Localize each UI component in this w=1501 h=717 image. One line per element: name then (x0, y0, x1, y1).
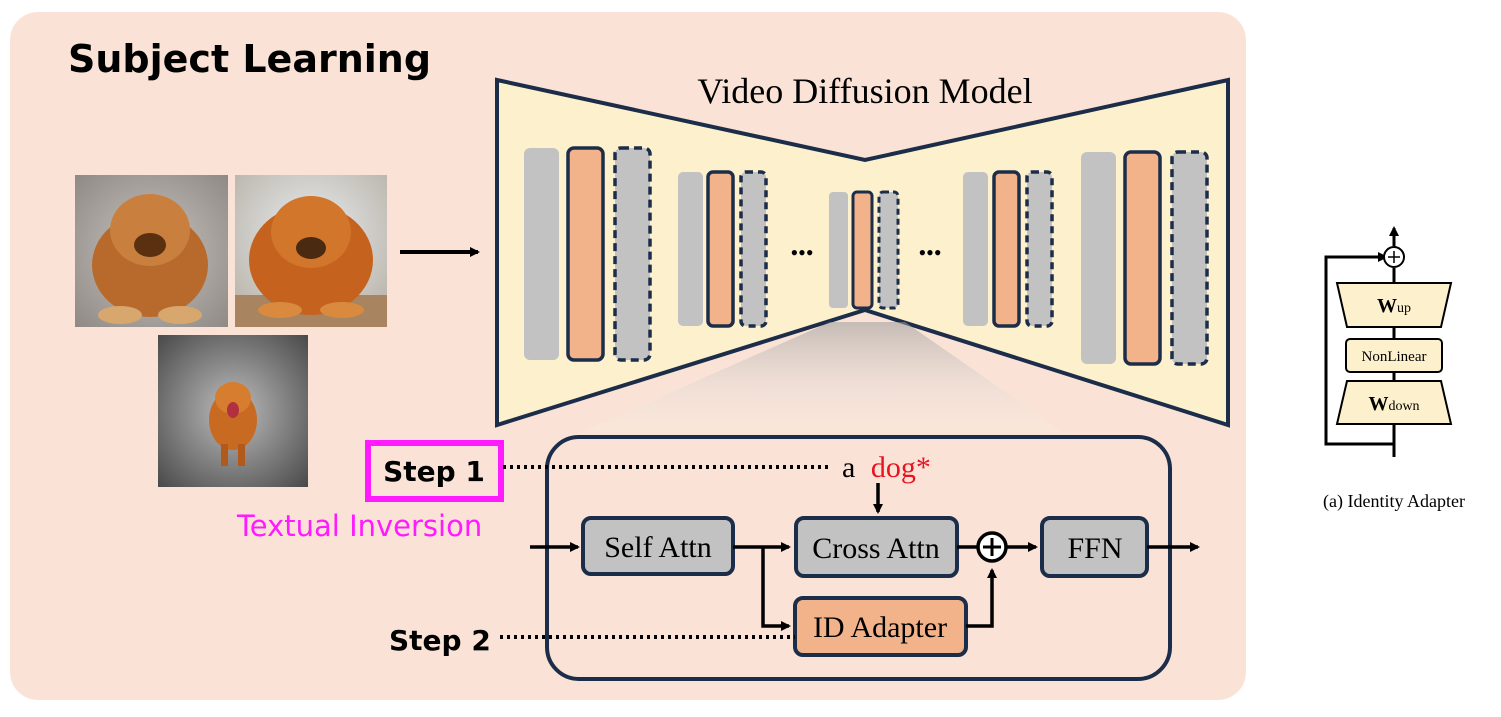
subject-photo-2 (235, 175, 387, 327)
subject-photo-3 (158, 335, 308, 487)
dashed-block (613, 146, 652, 362)
identity-adapter-caption: (a) Identity Adapter (1323, 491, 1465, 512)
gray-block (678, 172, 703, 326)
gray-block (1081, 152, 1116, 364)
ffn-label: FFN (1067, 532, 1122, 565)
step1-label: Step 1 (383, 455, 485, 488)
identity-adapter-inset: Wup NonLinear Wdown (a) Identity Adapter (1323, 226, 1465, 512)
gray-block (524, 148, 559, 360)
panel-title: Subject Learning (68, 37, 431, 81)
gray-block (829, 192, 848, 308)
dashed-block (739, 170, 768, 328)
cross-attn-label: Cross Attn (812, 532, 940, 565)
prompt-token: dog* (871, 451, 931, 484)
zoom-funnel (570, 322, 1070, 437)
w-down-layer (1335, 380, 1453, 425)
prompt-prefix: a (842, 451, 855, 484)
transformer-block-detail (545, 435, 1172, 681)
orange-block (566, 146, 605, 362)
prompt-text: a dog* (842, 451, 931, 484)
ellipsis-right: ••• (918, 240, 941, 265)
nonlinear-label: NonLinear (1362, 349, 1427, 365)
orange-block (992, 170, 1021, 328)
dashed-block (1170, 150, 1209, 366)
svg-text:Wdown: Wdown (1368, 393, 1419, 415)
w-down-subscript: down (1388, 399, 1419, 414)
id-adapter-label: ID Adapter (813, 611, 947, 644)
w-down-symbol: W (1368, 393, 1388, 415)
step2-label: Step 2 (389, 624, 491, 657)
adapter-skip-connection (1324, 252, 1394, 446)
step1-highlight-box (365, 440, 504, 502)
textual-inversion-label: Textual Inversion (236, 509, 482, 543)
gray-block (963, 172, 988, 326)
w-up-symbol: W (1377, 295, 1397, 317)
dashed-block (1025, 170, 1054, 328)
orange-block (1123, 150, 1162, 366)
ellipsis-left: ••• (790, 240, 813, 265)
w-up-layer (1335, 282, 1453, 328)
model-label: Video Diffusion Model (697, 71, 1032, 111)
orange-block (706, 170, 735, 328)
self-attn-label: Self Attn (604, 531, 712, 564)
svg-text:Wup: Wup (1377, 295, 1411, 317)
nonlinear-layer (1345, 338, 1443, 373)
dashed-block (877, 190, 900, 310)
sum-node (976, 531, 1008, 563)
w-up-subscript: up (1397, 301, 1411, 316)
branch-to-adapter-line (761, 547, 791, 631)
adapter-to-plus-line (966, 568, 997, 628)
orange-block (851, 190, 874, 310)
subject-photo-1 (75, 175, 228, 327)
